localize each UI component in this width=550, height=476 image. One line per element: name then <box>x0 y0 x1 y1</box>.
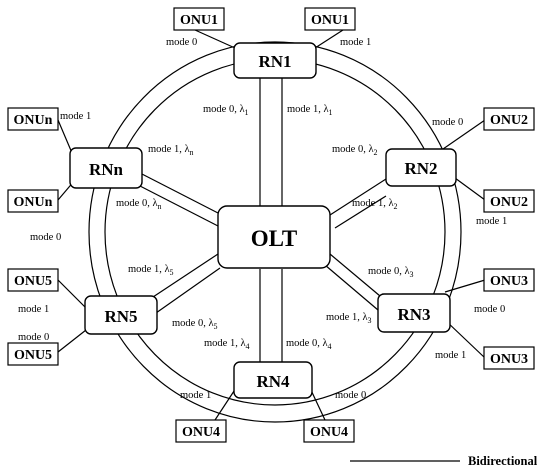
legend-label: Bidirectional <box>468 454 538 468</box>
spoke-label: mode 0, λ3 <box>368 266 414 279</box>
onu4-right-box[interactable]: ONU4 <box>303 419 355 443</box>
rn4-label: RN4 <box>256 372 290 391</box>
mode-label: mode 0 <box>432 117 463 128</box>
spoke-label: mode 0, λ5 <box>172 318 218 331</box>
spoke-olt-rn2 <box>329 178 387 229</box>
rn2-label: RN2 <box>404 159 437 178</box>
onu5-top-label: ONU5 <box>14 274 52 289</box>
onu3-bottom-label: ONU3 <box>490 352 528 367</box>
spoke-label: mode 0, λ2 <box>332 144 378 157</box>
rn1-node[interactable]: RN1 <box>233 42 317 79</box>
rn3-node[interactable]: RN3 <box>377 293 451 333</box>
onu5-bottom-box[interactable]: ONU5 <box>7 342 59 366</box>
mode-label: mode 1 <box>476 216 507 227</box>
onu3-top-box[interactable]: ONU3 <box>483 268 535 292</box>
mode-label: mode 0 <box>335 390 366 401</box>
rn5-label: RN5 <box>104 307 137 326</box>
rn1-label: RN1 <box>258 52 291 71</box>
onu1-right-label: ONU1 <box>311 13 349 28</box>
spoke-label: mode 1, λ2 <box>352 198 398 211</box>
onu4-right-label: ONU4 <box>310 425 348 440</box>
olt-node[interactable]: OLT <box>217 205 331 269</box>
olt-label: OLT <box>251 226 297 251</box>
spoke-label: mode 0, λn <box>116 198 162 211</box>
outer-ring <box>88 41 462 423</box>
onun-top-box[interactable]: ONUn <box>7 107 59 131</box>
rnn-node[interactable]: RNn <box>69 147 143 189</box>
spoke-olt-rnn <box>139 172 219 227</box>
onu5-top-box[interactable]: ONU5 <box>7 268 59 292</box>
rn2-node[interactable]: RN2 <box>385 148 457 187</box>
mode-label: mode 1 <box>340 37 371 48</box>
spoke-olt-rn1 <box>259 78 283 207</box>
spoke-olt-rn4 <box>259 269 283 362</box>
rn3-label: RN3 <box>397 305 430 324</box>
mode-label: mode 1 <box>18 304 49 315</box>
spoke-label: mode 0, λ4 <box>286 338 332 351</box>
mode-label: mode 1 <box>180 390 211 401</box>
onu-links <box>57 29 486 421</box>
spoke-label: mode 1, λ5 <box>128 264 174 277</box>
onu3-bottom-box[interactable]: ONU3 <box>483 346 535 370</box>
mode-label: mode 1 <box>435 350 466 361</box>
onu3-top-label: ONU3 <box>490 274 528 289</box>
mode-label: mode 0 <box>30 232 61 243</box>
onun-bottom-label: ONUn <box>14 195 53 210</box>
spoke-label: mode 1, λ3 <box>326 312 372 325</box>
onun-bottom-box[interactable]: ONUn <box>7 189 59 213</box>
onu5-bottom-label: ONU5 <box>14 348 52 363</box>
spoke-label: mode 1, λ4 <box>204 338 250 351</box>
spoke-olt-rn5 <box>152 253 221 314</box>
onu2-top-label: ONU2 <box>490 113 528 128</box>
onu2-bottom-box[interactable]: ONU2 <box>483 189 535 213</box>
rnn-label: RNn <box>89 160 124 179</box>
onu2-top-box[interactable]: ONU2 <box>483 107 535 131</box>
spoke-label: mode 0, λ1 <box>203 104 249 117</box>
spoke-label: mode 1, λn <box>148 144 194 157</box>
onu1-right-box[interactable]: ONU1 <box>304 7 356 31</box>
spoke-olt-rn3 <box>324 253 381 311</box>
onun-top-label: ONUn <box>14 113 53 128</box>
mode-label: mode 0 <box>18 332 49 343</box>
onu1-left-box[interactable]: ONU1 <box>173 7 225 31</box>
onu4-left-box[interactable]: ONU4 <box>175 419 227 443</box>
onu4-left-label: ONU4 <box>182 425 220 440</box>
rn5-node[interactable]: RN5 <box>84 295 158 335</box>
spoke-label: mode 1, λ1 <box>287 104 333 117</box>
mode-label: mode 1 <box>60 111 91 122</box>
legend: Bidirectional <box>350 454 538 468</box>
rn4-node[interactable]: RN4 <box>233 361 313 399</box>
onu2-bottom-label: ONU2 <box>490 195 528 210</box>
mode-label: mode 0 <box>166 37 197 48</box>
onu1-left-label: ONU1 <box>180 13 218 28</box>
mode-label: mode 0 <box>474 304 505 315</box>
